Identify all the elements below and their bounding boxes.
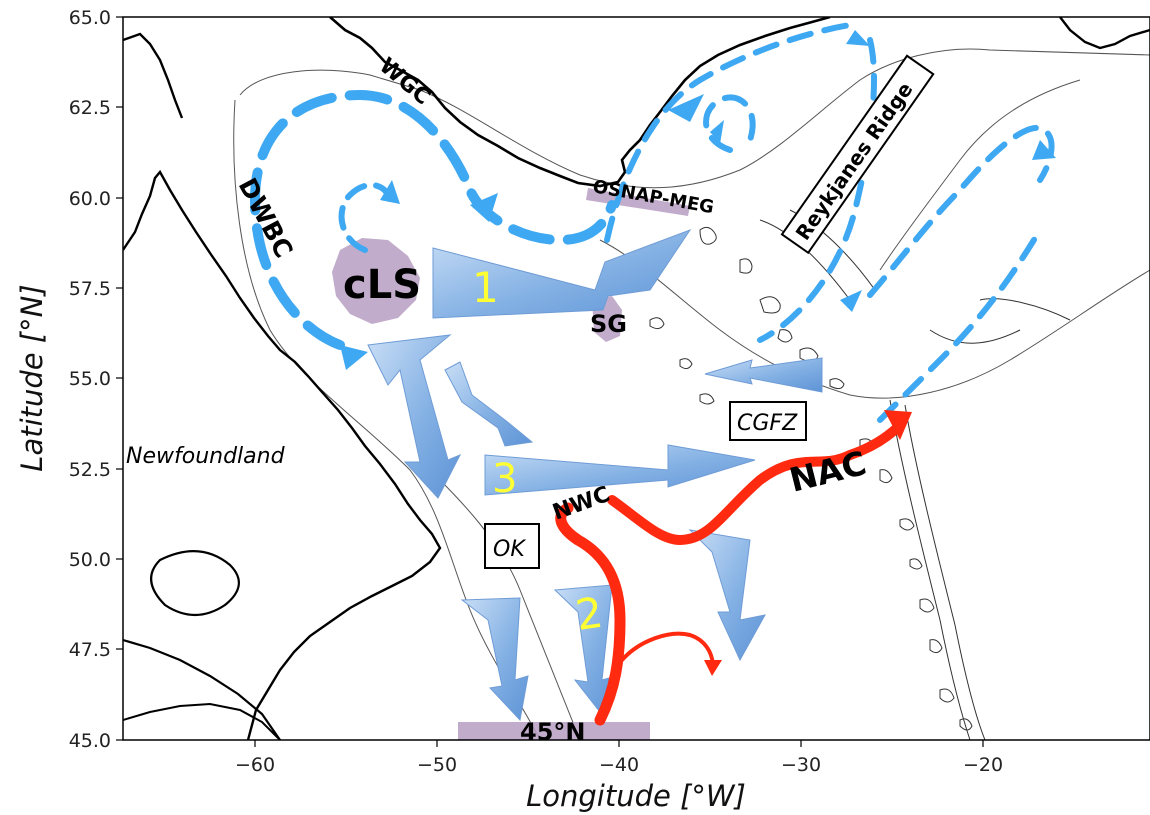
- label-route-3: 3: [492, 456, 517, 502]
- southeast-arrow: [688, 529, 766, 662]
- label-cgfz: CGFZ: [737, 411, 798, 436]
- inner-gyre-arrowhead: [380, 180, 400, 204]
- labrador-coast: [123, 169, 442, 740]
- nac-arrowhead: [884, 410, 912, 440]
- ridge-contours: [649, 209, 1071, 740]
- irminger-circulation: [604, 22, 1055, 423]
- plot-area: [123, 17, 1150, 740]
- label-route-1: 1: [472, 263, 499, 312]
- irminger-arrowheads: [668, 30, 1056, 312]
- x-tick-label: −20: [963, 754, 1003, 776]
- dwbc-arrowhead: [340, 345, 368, 370]
- x-tick-label: −60: [235, 754, 275, 776]
- osnap-sample-region: [586, 188, 690, 216]
- route-1-arrow: [432, 228, 692, 319]
- label-lat45: 45°N: [520, 718, 585, 746]
- y-tick-label: 60.0: [69, 188, 111, 210]
- nova-scotia-coast: [123, 638, 281, 740]
- y-tick-label: 55.0: [69, 368, 111, 390]
- y-tick-labels: 65.0 62.5 60.0 57.5 55.0 52.5 50.0 47.5 …: [69, 7, 111, 752]
- south-coast: [123, 702, 281, 740]
- y-ticks: [116, 16, 123, 741]
- label-cls: cLS: [343, 262, 421, 308]
- greenland-coast: [329, 17, 831, 188]
- nac-branch-arrowhead: [704, 660, 722, 676]
- export-arrows: [367, 228, 823, 722]
- x-tick-label: −50: [417, 754, 457, 776]
- ok-label-box: OK: [484, 523, 540, 569]
- branch-arrow: [444, 361, 534, 447]
- cgfz-label-box: CGFZ: [729, 401, 807, 441]
- route-3-arrow: [484, 444, 756, 496]
- x-tick-label: −30: [781, 754, 821, 776]
- y-axis-label: Latitude [°N]: [15, 284, 49, 471]
- iceland-coast: [1059, 17, 1150, 50]
- label-newfoundland: Newfoundland: [126, 444, 286, 469]
- label-ok: OK: [493, 537, 526, 562]
- y-tick-label: 47.5: [69, 639, 111, 661]
- newfoundland-coast: [150, 550, 240, 616]
- x-tick-labels: −60 −50 −40 −30 −20: [235, 754, 1003, 776]
- y-tick-label: 65.0: [69, 7, 111, 29]
- x-axis-label: Longitude [°W]: [526, 779, 746, 813]
- y-tick-label: 57.5: [69, 278, 111, 300]
- y-tick-label: 52.5: [69, 459, 111, 481]
- x-ticks: [254, 740, 984, 747]
- labrador-gyre-circulation: [249, 89, 617, 370]
- x-tick-label: −40: [599, 754, 639, 776]
- y-tick-label: 62.5: [69, 97, 111, 119]
- label-sg: SG: [590, 310, 627, 338]
- southward-arrow-1: [367, 334, 462, 499]
- cls-sample-region: [332, 238, 420, 324]
- nac-current: [555, 420, 905, 726]
- southward-arrow-2: [460, 597, 529, 722]
- y-tick-label: 45.0: [69, 730, 111, 752]
- y-tick-label: 50.0: [69, 549, 111, 571]
- inflow-arrow: [704, 357, 823, 393]
- bathymetry-contours: [233, 48, 1150, 740]
- baffin-coast: [123, 32, 184, 119]
- lat45-sample-region: [458, 722, 650, 740]
- labrador-gyre-arrowhead: [470, 193, 498, 222]
